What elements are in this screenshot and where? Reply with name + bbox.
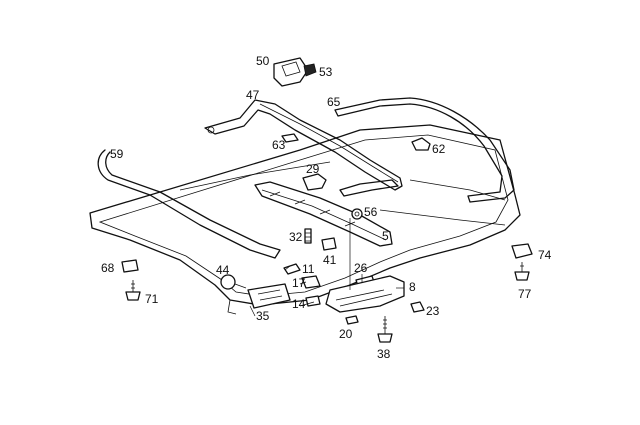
callout-labels: 50 53 47 65 63 62 59 29 56 5 32 41 11 17… <box>101 54 552 361</box>
part-41 <box>321 237 337 251</box>
part-14 <box>305 295 321 307</box>
callout-53: 53 <box>319 65 333 79</box>
parts-50-53 <box>273 57 317 87</box>
callout-68: 68 <box>101 261 115 275</box>
roof-bow-47 <box>204 99 403 191</box>
screw-71 <box>125 280 141 301</box>
callout-17: 17 <box>292 276 306 290</box>
roof-frame <box>89 124 521 315</box>
callout-74: 74 <box>538 248 552 262</box>
callout-38: 38 <box>377 347 391 361</box>
callout-41: 41 <box>323 253 337 267</box>
callout-56: 56 <box>364 205 378 219</box>
callout-71: 71 <box>145 292 159 306</box>
leader-lines <box>249 218 404 317</box>
part-17 <box>301 275 321 289</box>
link-5 <box>339 179 399 197</box>
part-68 <box>121 259 139 273</box>
callout-65: 65 <box>327 95 341 109</box>
callout-29: 29 <box>306 162 320 176</box>
callout-50: 50 <box>256 54 270 68</box>
clip-63 <box>281 133 299 143</box>
callout-59: 59 <box>110 147 124 161</box>
seal-65 <box>334 97 515 203</box>
seal-59 <box>97 149 281 259</box>
callout-26: 26 <box>354 261 368 275</box>
callout-20: 20 <box>339 327 353 341</box>
center-rail <box>254 181 393 247</box>
screw-32 <box>304 228 312 244</box>
callout-32: 32 <box>289 230 303 244</box>
part-56 <box>351 208 363 220</box>
callout-8: 8 <box>409 280 416 294</box>
callout-47: 47 <box>246 88 260 102</box>
part-35 <box>247 283 291 309</box>
part-20 <box>345 315 359 325</box>
part-74 <box>511 243 533 259</box>
callout-44: 44 <box>216 263 230 277</box>
part-29 <box>302 173 327 191</box>
screw-38 <box>377 316 393 343</box>
bracket-8 <box>325 275 405 313</box>
part-11 <box>283 263 301 275</box>
callout-23: 23 <box>426 304 440 318</box>
screw-77 <box>514 262 530 281</box>
callout-35: 35 <box>256 309 270 323</box>
callout-5: 5 <box>382 229 389 243</box>
clip-62 <box>411 137 431 151</box>
callout-77: 77 <box>518 287 532 301</box>
callout-14: 14 <box>292 297 306 311</box>
callout-11: 11 <box>302 262 315 276</box>
callout-63: 63 <box>272 138 286 152</box>
callout-62: 62 <box>432 142 446 156</box>
part-44 <box>220 274 247 290</box>
part-23 <box>410 301 425 313</box>
